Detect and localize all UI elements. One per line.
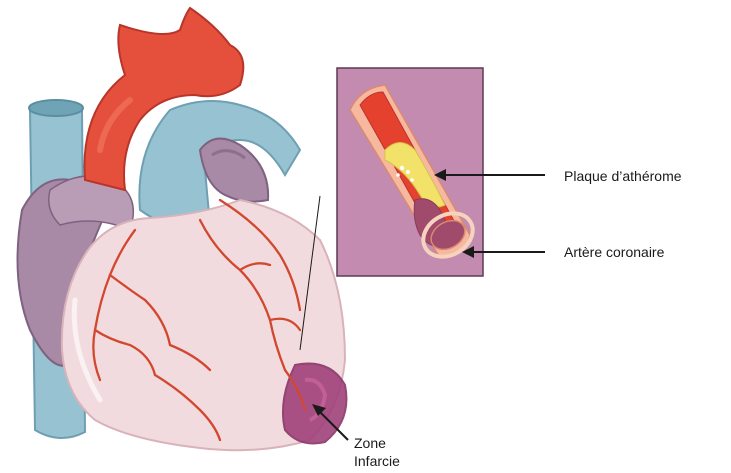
plaque-label: Plaque d’athérome	[564, 167, 682, 185]
infarct-zone	[283, 364, 346, 444]
infarct-label-line1: Zone	[354, 434, 386, 452]
infarct-label-line2: Infarcie	[354, 452, 400, 470]
atrial-appendage	[200, 139, 268, 202]
artery-label: Artère coronaire	[564, 243, 664, 261]
artery-inset	[337, 68, 483, 276]
